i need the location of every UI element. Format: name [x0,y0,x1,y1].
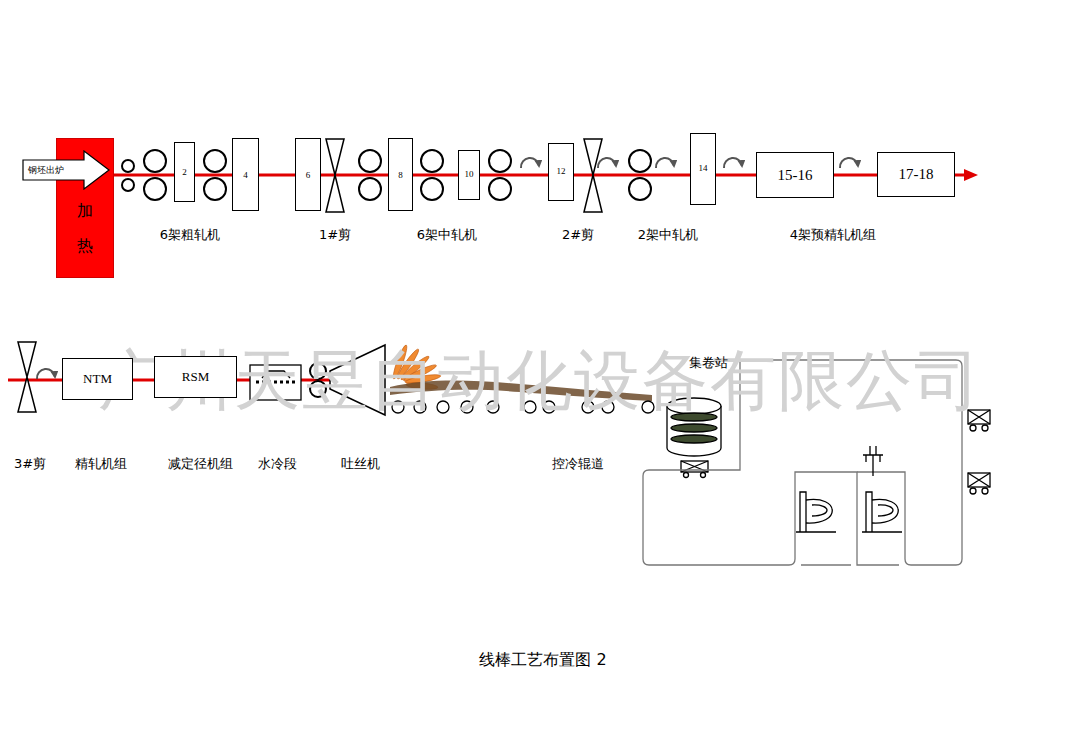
rolling-stand: 8 [388,138,413,211]
node-text: 2 [182,167,187,177]
rolling-line [259,174,295,177]
node-text: 8 [398,170,403,180]
rolling-line [114,174,174,177]
section-label: 集卷站 [689,354,728,372]
node-text: 17-18 [899,166,934,183]
reducing-sizing-box: RSM [154,356,237,398]
section-label: 吐丝机 [341,455,380,473]
rolling-stand: 14 [690,133,716,205]
rolling-stand: 4 [232,138,259,211]
section-label: 4架预精轧机组 [790,226,876,244]
rolling-line [574,174,690,177]
rolling-line [413,174,458,177]
rolling-line [321,174,388,177]
node-text: 4 [243,170,248,180]
billet-exit-arrow: 钢坯出炉 [22,150,110,190]
section-label: 减定径机组 [168,455,233,473]
node-text: 10 [465,170,474,180]
section-label: 控冷辊道 [552,455,604,473]
hook-carriers [796,492,902,532]
rolling-stand: 6 [295,138,321,211]
node-text: 钢坯出炉 [28,164,64,177]
node-text: 12 [557,167,566,177]
node-text: 14 [699,164,708,174]
transfer-carts [968,410,990,494]
section-label: 2架中轧机 [638,226,698,244]
rolling-stand: 10 [458,150,480,200]
mill-group-box: 15-16 [756,152,834,198]
section-label: 3#剪 [14,455,46,473]
section-label: 2#剪 [562,226,594,244]
rolling-line [195,174,232,177]
figure-caption: 线棒工艺布置图 2 [479,650,606,671]
section-label: 1#剪 [319,226,351,244]
section-label: 水冷段 [258,455,297,473]
section-label: 精轧机组 [75,455,127,473]
section-label: 6架粗轧机 [160,226,220,244]
rolling-stand: 12 [548,143,574,201]
node-text: 15-16 [778,167,813,184]
rolling-line [716,174,756,177]
node-text: 加热 [77,193,93,263]
finishing-mill-box: NTM [62,358,133,400]
rolling-line [480,174,548,177]
mill-group-box: 17-18 [877,152,955,197]
node-text: 6 [306,170,311,180]
crane-symbol [863,446,883,476]
node-text: NTM [83,371,112,387]
section-label: 6架中轧机 [417,226,477,244]
node-text: RSM [182,369,209,385]
rolling-line [834,174,877,177]
rolling-stand: 2 [174,142,195,202]
